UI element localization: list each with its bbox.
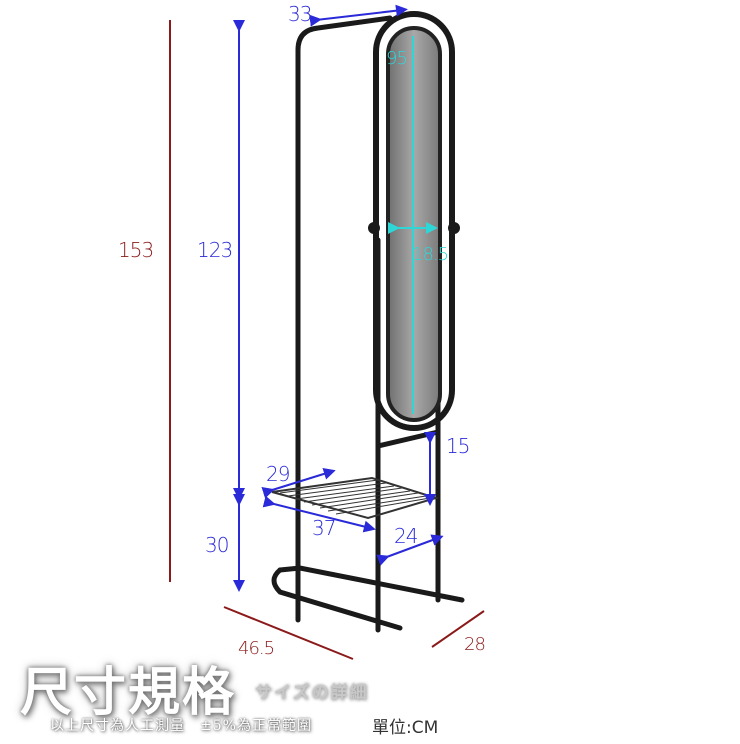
spec-title: 尺寸規格 <box>20 662 237 723</box>
label-top-width: 33 <box>288 2 312 26</box>
spec-subtitle: サイズの詳細 <box>255 683 369 703</box>
label-base-to-shelf: 30 <box>205 533 229 557</box>
shelf-depth-line <box>261 468 336 499</box>
unit-label: 單位:CM <box>372 718 439 738</box>
shelf-to-leg-line <box>376 534 444 566</box>
base-depth-line <box>431 610 485 648</box>
label-rack-height: 123 <box>197 238 233 262</box>
label-total-height: 153 <box>118 238 154 262</box>
label-shelf-depth: 29 <box>266 462 290 486</box>
base-length-line <box>223 606 354 660</box>
label-shelf-to-bar: 15 <box>446 434 470 458</box>
label-mirror-height: 95 <box>386 48 408 69</box>
label-shelf-to-leg: 24 <box>394 524 418 548</box>
label-base-depth: 28 <box>464 634 486 655</box>
label-base-length: 46.5 <box>238 638 275 659</box>
label-mirror-width: 18.5 <box>412 244 449 265</box>
top-width-line <box>309 4 408 27</box>
label-shelf-length: 37 <box>312 516 336 540</box>
measurement-note: 以上尺寸為人工測量 ±5%為正常範圍 <box>50 718 312 734</box>
shelf-length-line <box>262 495 376 533</box>
